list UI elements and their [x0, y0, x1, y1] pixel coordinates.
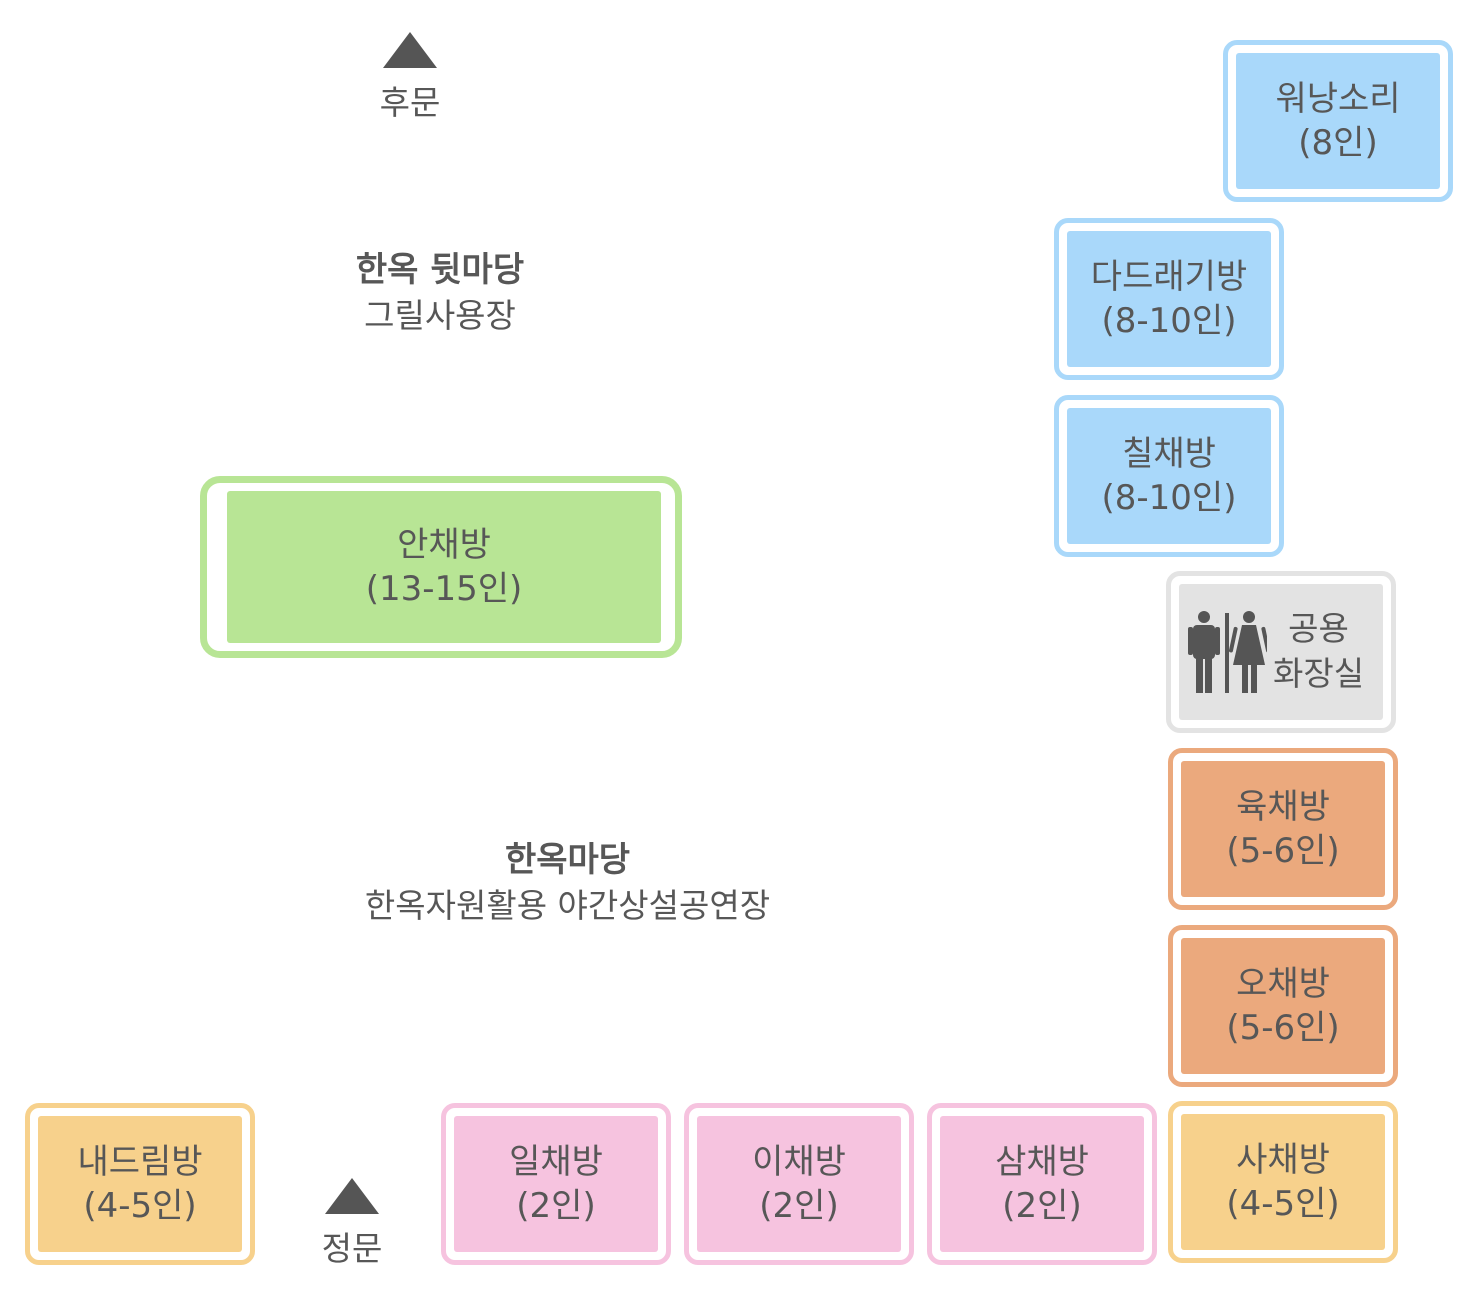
room-capacity: (4-5인)	[83, 1186, 197, 1226]
triangle-up-icon	[383, 32, 437, 68]
back-gate: 후문	[370, 32, 450, 124]
room-name: 안채방	[397, 524, 491, 565]
room-capacity: (8-10인)	[1101, 478, 1237, 518]
room-il[interactable]: 일채방 (2인)	[441, 1103, 671, 1265]
yard-subtitle: 한옥자원활용 야간상설공연장	[364, 885, 771, 925]
room-dadeuraegi[interactable]: 다드래기방 (8-10인)	[1054, 218, 1284, 380]
front-gate-label: 정문	[321, 1229, 383, 1268]
room-capacity: (2인)	[1002, 1186, 1082, 1226]
yard-label: 한옥마당 한옥자원활용 야간상설공연장	[320, 838, 815, 928]
triangle-up-icon	[325, 1178, 379, 1214]
room-capacity: (8인)	[1298, 123, 1378, 163]
restroom-line2: 화장실	[1273, 654, 1365, 693]
room-name: 다드래기방	[1090, 256, 1248, 297]
room-name: 칠채방	[1122, 433, 1216, 474]
restroom-line1: 공용	[1288, 609, 1349, 649]
room-capacity: (13-15인)	[365, 569, 523, 609]
room-restroom[interactable]: 공용 화장실	[1166, 571, 1396, 733]
room-yuk[interactable]: 육채방 (5-6인)	[1168, 748, 1398, 910]
room-capacity: (8-10인)	[1101, 301, 1237, 341]
room-chil[interactable]: 칠채방 (8-10인)	[1054, 395, 1284, 557]
room-name: 워낭소리	[1275, 78, 1401, 119]
room-capacity: (2인)	[759, 1186, 839, 1226]
back-yard-subtitle: 그릴사용장	[364, 295, 516, 335]
room-name: 사채방	[1236, 1139, 1330, 1180]
restroom-label: 공용 화장실	[1273, 607, 1364, 696]
restroom-icon	[1188, 611, 1267, 693]
room-capacity: (4-5인)	[1226, 1184, 1340, 1224]
back-yard-label: 한옥 뒷마당 그릴사용장	[290, 248, 590, 338]
back-gate-label: 후문	[379, 83, 441, 122]
room-naedeurim[interactable]: 내드림방 (4-5인)	[25, 1103, 255, 1265]
room-i[interactable]: 이채방 (2인)	[684, 1103, 914, 1265]
room-capacity: (5-6인)	[1226, 1008, 1340, 1048]
room-anchae[interactable]: 안채방 (13-15인)	[200, 476, 682, 658]
front-gate: 정문	[312, 1178, 392, 1270]
yard-title: 한옥마당	[504, 840, 631, 880]
room-name: 일채방	[509, 1141, 603, 1182]
room-name: 삼채방	[995, 1141, 1089, 1182]
room-o[interactable]: 오채방 (5-6인)	[1168, 925, 1398, 1087]
back-yard-title: 한옥 뒷마당	[355, 250, 525, 290]
room-name: 육채방	[1236, 786, 1330, 827]
room-wonangsori[interactable]: 워낭소리 (8인)	[1223, 40, 1453, 202]
room-capacity: (5-6인)	[1226, 831, 1340, 871]
room-name: 내드림방	[77, 1141, 203, 1182]
room-capacity: (2인)	[516, 1186, 596, 1226]
room-sa[interactable]: 사채방 (4-5인)	[1168, 1101, 1398, 1263]
room-name: 오채방	[1236, 963, 1330, 1004]
room-sam[interactable]: 삼채방 (2인)	[927, 1103, 1157, 1265]
room-name: 이채방	[752, 1141, 846, 1182]
